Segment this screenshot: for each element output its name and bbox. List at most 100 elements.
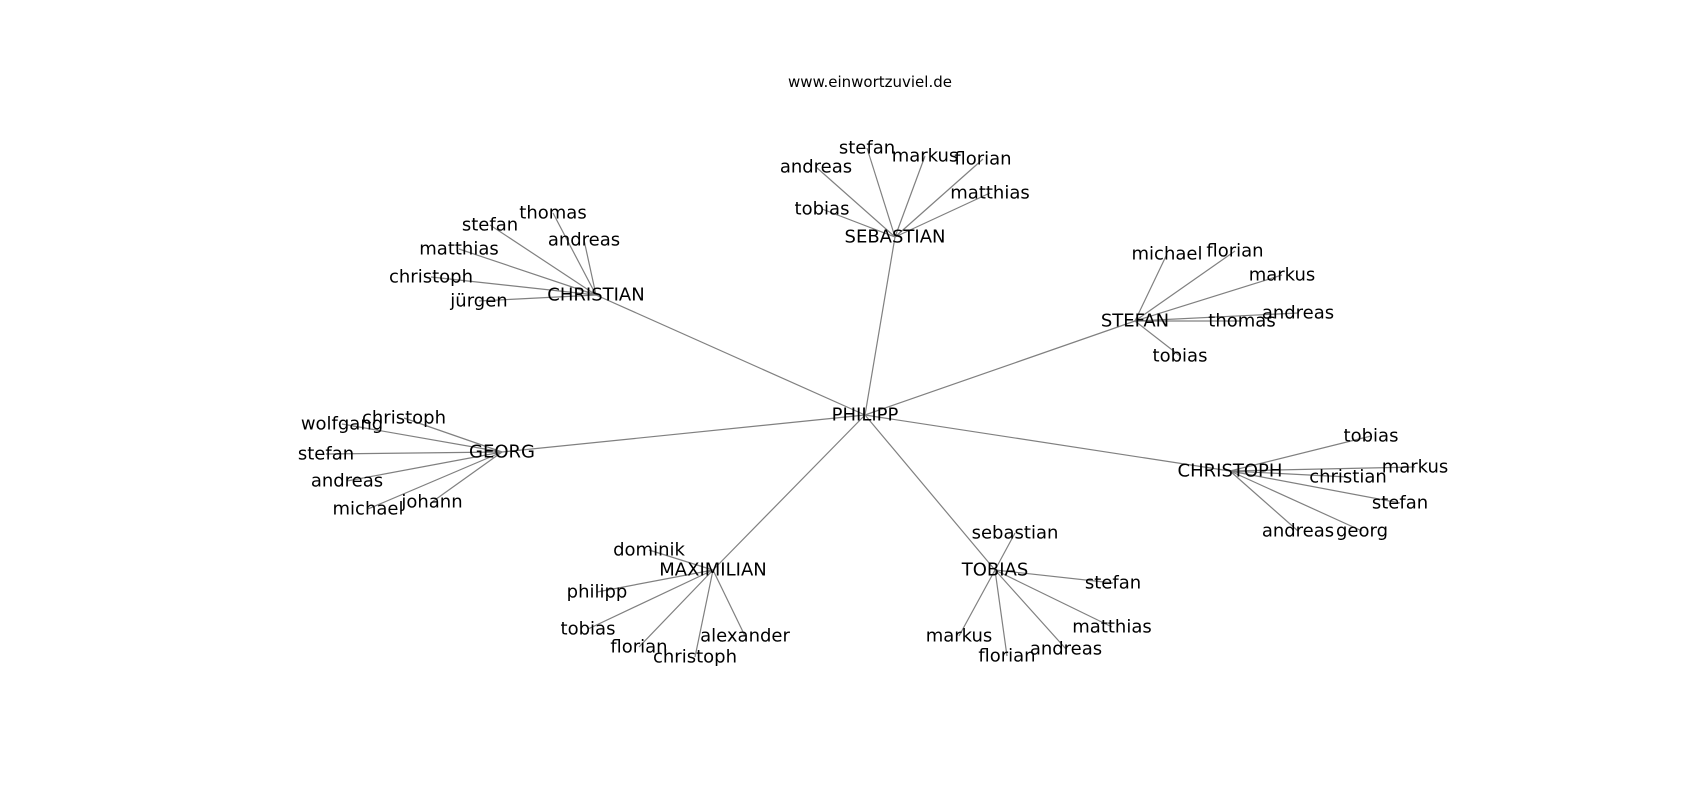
leaf-node-label: stefan <box>839 138 895 159</box>
edge-hub-to-leaf <box>458 248 597 296</box>
leaf-node-label: johann <box>400 492 462 513</box>
edge-center-to-hub <box>864 414 996 571</box>
leaf-node-label: alexander <box>700 626 790 647</box>
edge-hub-to-leaf <box>712 569 746 637</box>
leaf-node-label: tobias <box>795 199 850 220</box>
edge-hub-to-leaf <box>1229 470 1299 532</box>
edge-hub-to-leaf <box>638 569 714 648</box>
leaf-node-label: michael <box>1132 244 1203 265</box>
edge-hub-to-leaf <box>866 147 896 238</box>
edge-hub-to-leaf <box>894 192 991 238</box>
edge-hub-to-leaf <box>815 166 896 238</box>
edge-hub-to-leaf <box>994 569 1067 650</box>
leaf-node-label: markus <box>926 626 993 647</box>
center-node-label: PHILIPP <box>832 405 899 426</box>
edge-hub-to-leaf <box>1134 253 1168 322</box>
edge-hub-to-leaf <box>1134 274 1283 322</box>
leaf-node-label: christoph <box>389 267 473 288</box>
edge-hub-to-leaf <box>325 451 503 455</box>
leaf-node-label: tobias <box>561 619 616 640</box>
edges <box>325 147 1416 658</box>
hub-node-label: CHRISTIAN <box>547 285 644 306</box>
leaf-node-label: florian <box>978 646 1035 667</box>
leaf-node-label: stefan <box>1372 493 1428 514</box>
site-label: www.einwortzuviel.de <box>788 73 952 91</box>
edge-hub-to-leaf <box>958 569 996 637</box>
edge-hub-to-leaf <box>1134 320 1181 357</box>
edge-hub-to-leaf <box>341 423 503 453</box>
edge-center-to-hub <box>864 414 1231 472</box>
hub-node-label: STEFAN <box>1101 311 1169 332</box>
leaf-node-label: andreas <box>780 157 852 178</box>
edge-center-to-hub <box>864 320 1136 416</box>
edge-hub-to-leaf <box>994 569 1114 584</box>
edge-hub-to-leaf <box>648 549 714 571</box>
edge-hub-to-leaf <box>587 569 714 630</box>
leaf-node-label: wolfgang <box>301 414 383 435</box>
leaf-node-label: matthias <box>1072 617 1152 638</box>
edge-hub-to-leaf <box>1229 435 1372 472</box>
leaf-node-label: michael <box>333 499 404 520</box>
edge-hub-to-leaf <box>478 294 597 302</box>
leaf-node-label: markus <box>1382 457 1449 478</box>
edge-hub-to-leaf <box>583 239 597 296</box>
edge-hub-to-leaf <box>346 451 503 482</box>
leaf-node-label: andreas <box>548 230 620 251</box>
hub-node-label: MAXIMILIAN <box>659 560 766 581</box>
leaf-node-label: markus <box>1249 265 1316 286</box>
edge-center-to-hub <box>595 294 866 416</box>
edge-hub-to-leaf <box>894 158 984 238</box>
leaf-node-label: thomas <box>1208 311 1275 332</box>
leaf-node-label: andreas <box>1030 639 1102 660</box>
edge-hub-to-leaf <box>1229 470 1363 532</box>
edge-hub-to-leaf <box>489 224 597 296</box>
leaf-node-label: philipp <box>567 582 628 603</box>
leaf-node-label: matthias <box>419 239 499 260</box>
edge-hub-to-leaf <box>367 451 503 510</box>
leaf-node-label: tobias <box>1153 346 1208 367</box>
hub-node-label: TOBIAS <box>961 560 1029 581</box>
hub-node-label: SEBASTIAN <box>845 227 946 248</box>
edge-center-to-hub <box>501 414 866 453</box>
leaf-node-label: florian <box>610 637 667 658</box>
edge-hub-to-leaf <box>430 276 597 296</box>
leaf-node-label: dominik <box>613 540 685 561</box>
leaf-node-label: florian <box>954 149 1011 170</box>
leaf-node-label: christoph <box>653 647 737 668</box>
node-labels: andreasstefanmarkusflorianmatthiastobias… <box>298 138 1448 668</box>
leaf-node-label: tobias <box>1344 426 1399 447</box>
edge-hub-to-leaf <box>596 569 714 593</box>
edge-hub-to-leaf <box>403 417 503 453</box>
leaf-node-label: andreas <box>1262 521 1334 542</box>
leaf-node-label: christian <box>1309 467 1387 488</box>
leaf-node-label: christoph <box>362 408 446 429</box>
edge-hub-to-leaf <box>1229 466 1416 472</box>
leaf-node-label: georg <box>1336 521 1388 542</box>
hub-node-label: CHRISTOPH <box>1178 461 1283 482</box>
edge-hub-to-leaf <box>552 212 597 296</box>
edge-hub-to-leaf <box>994 569 1113 628</box>
leaf-node-label: matthias <box>950 183 1030 204</box>
leaf-node-label: stefan <box>298 444 354 465</box>
edge-hub-to-leaf <box>1134 312 1299 322</box>
edge-hub-to-leaf <box>994 569 1008 657</box>
leaf-node-label: stefan <box>462 215 518 236</box>
leaf-node-label: andreas <box>1262 303 1334 324</box>
edge-hub-to-leaf <box>1229 470 1401 504</box>
edge-center-to-hub <box>864 236 896 416</box>
leaf-node-label: stefan <box>1085 573 1141 594</box>
leaf-node-label: florian <box>1206 241 1263 262</box>
leaf-node-label: sebastian <box>972 523 1059 544</box>
edge-hub-to-leaf <box>1134 250 1236 322</box>
hub-node-label: GEORG <box>469 442 535 463</box>
leaf-node-label: andreas <box>311 471 383 492</box>
leaf-node-label: thomas <box>519 203 586 224</box>
edge-hub-to-leaf <box>894 155 926 238</box>
edge-hub-to-leaf <box>1229 470 1349 478</box>
leaf-node-label: markus <box>892 146 959 167</box>
edge-hub-to-leaf <box>821 208 896 238</box>
edge-hub-to-leaf <box>694 569 714 658</box>
edge-hub-to-leaf <box>994 532 1016 571</box>
edge-center-to-hub <box>712 414 866 571</box>
